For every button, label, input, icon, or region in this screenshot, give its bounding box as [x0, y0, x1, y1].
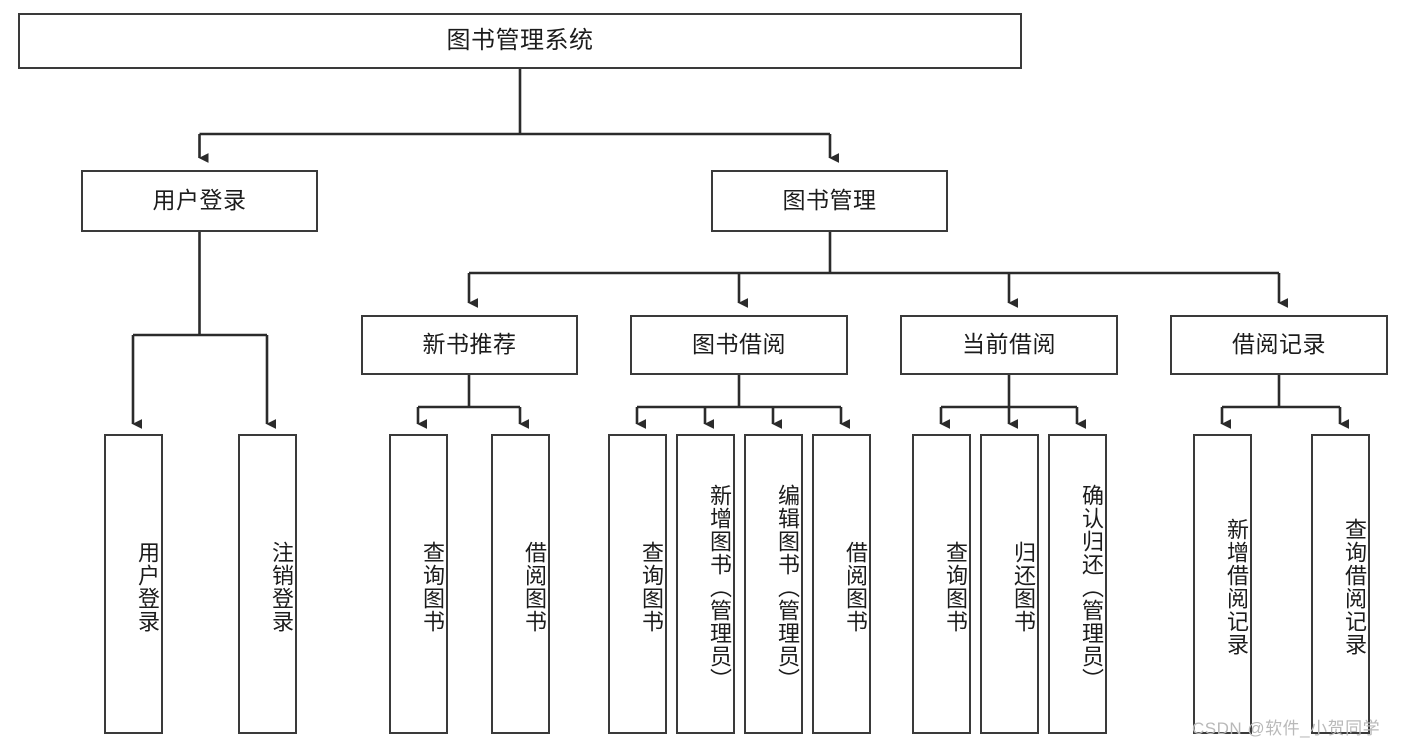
node-label: 借阅图书	[522, 541, 547, 633]
node-label: 用户登录	[152, 187, 247, 214]
leaf-user-login[interactable]: 用户登录	[104, 434, 163, 734]
node-root-system[interactable]: 图书管理系统	[18, 13, 1022, 69]
node-label: 图书借阅	[692, 331, 786, 358]
leaf-current-query-book[interactable]: 查询图书	[912, 434, 971, 734]
node-label: 归还图书	[1011, 541, 1036, 633]
csdn-watermark: CSDN @软件_小贺同学	[1192, 719, 1381, 738]
node-label: 新增图书（管理员）	[707, 483, 732, 691]
node-current-borrow[interactable]: 当前借阅	[900, 315, 1118, 375]
node-label: 图书管理	[782, 187, 877, 214]
node-book-management[interactable]: 图书管理	[711, 170, 948, 232]
node-label: 查询借阅记录	[1342, 518, 1367, 656]
node-label: 编辑图书（管理员）	[775, 483, 800, 691]
node-label: 确认归还（管理员）	[1079, 483, 1104, 691]
node-book-borrow[interactable]: 图书借阅	[630, 315, 848, 375]
leaf-current-return-book[interactable]: 归还图书	[980, 434, 1039, 734]
node-borrow-record[interactable]: 借阅记录	[1170, 315, 1388, 375]
node-label: 查询图书	[420, 541, 445, 633]
leaf-borrow-query-book[interactable]: 查询图书	[608, 434, 667, 734]
leaf-borrow-borrow-book[interactable]: 借阅图书	[812, 434, 871, 734]
leaf-user-logout[interactable]: 注销登录	[238, 434, 297, 734]
node-label: 借阅记录	[1232, 331, 1326, 358]
node-label: 用户登录	[135, 541, 160, 633]
leaf-recommend-borrow-book[interactable]: 借阅图书	[491, 434, 550, 734]
node-label: 当前借阅	[962, 331, 1056, 358]
node-user-login[interactable]: 用户登录	[81, 170, 318, 232]
node-label: 借阅图书	[843, 541, 868, 633]
leaf-borrow-edit-book-admin[interactable]: 编辑图书（管理员）	[744, 434, 803, 734]
leaf-current-confirm-return-admin[interactable]: 确认归还（管理员）	[1048, 434, 1107, 734]
node-label: 图书管理系统	[446, 26, 594, 54]
leaf-recommend-query-book[interactable]: 查询图书	[389, 434, 448, 734]
node-label: 新增借阅记录	[1224, 518, 1249, 656]
node-label: 新书推荐	[422, 331, 517, 358]
leaf-record-query-record[interactable]: 查询借阅记录	[1311, 434, 1370, 734]
leaf-borrow-add-book-admin[interactable]: 新增图书（管理员）	[676, 434, 735, 734]
node-label: 查询图书	[639, 541, 664, 633]
node-label: 查询图书	[943, 541, 968, 633]
node-new-book-recommend[interactable]: 新书推荐	[361, 315, 578, 375]
leaf-record-add-record[interactable]: 新增借阅记录	[1193, 434, 1252, 734]
node-label: 注销登录	[269, 541, 294, 633]
